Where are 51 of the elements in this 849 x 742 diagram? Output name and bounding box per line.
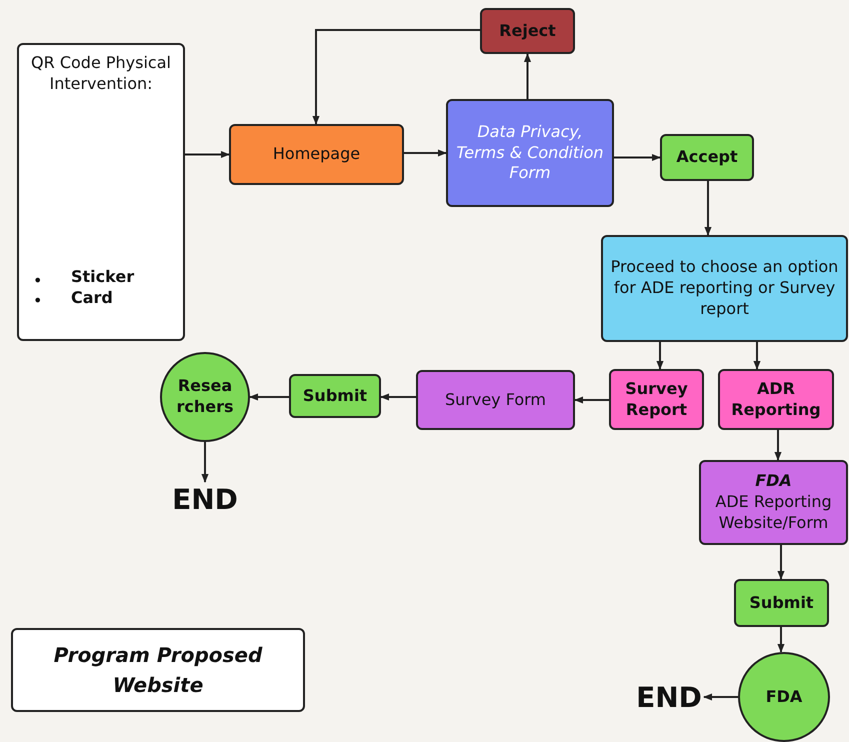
arrow	[201, 442, 209, 483]
node-text: Researchers	[175, 376, 235, 418]
node-text: ADR Reporting	[730, 378, 822, 420]
arrow	[777, 627, 785, 653]
bullet-mark: •	[33, 271, 42, 291]
end-text: END	[172, 482, 238, 518]
bullet-mark: •	[33, 291, 42, 311]
arrow	[703, 693, 738, 701]
node-text: Data Privacy, Terms & Condition Form	[455, 122, 605, 184]
node-text: ADE Reporting Website/Form	[714, 492, 833, 534]
submit-box	[734, 579, 829, 627]
card-heading: QR Code Physical Intervention:	[30, 53, 172, 95]
arrow	[404, 149, 447, 157]
accept-box	[660, 134, 754, 181]
form-box	[699, 460, 848, 545]
intervention-card	[17, 43, 185, 341]
arrow	[704, 181, 712, 236]
process-box	[601, 235, 848, 342]
reject-box	[480, 8, 575, 54]
bullet-item: Sticker	[70, 267, 136, 288]
form-box	[416, 370, 575, 430]
arrow	[249, 393, 289, 401]
node-text: Survey Form	[444, 390, 546, 410]
title-box	[11, 628, 305, 712]
node-text: Homepage	[272, 144, 360, 165]
end-text: END	[636, 680, 702, 716]
arrow	[656, 342, 664, 370]
arrow	[574, 396, 609, 404]
node-text: Submit	[749, 592, 814, 614]
option-box	[609, 369, 704, 430]
arrow	[614, 154, 661, 162]
arrow	[753, 342, 761, 370]
arrow	[524, 53, 532, 99]
arrow	[312, 29, 480, 125]
bullet-item: Card	[70, 288, 114, 309]
node-text: Survey Report	[624, 378, 689, 420]
form-box	[446, 99, 614, 207]
node-text: Accept	[676, 147, 738, 168]
node-text: Proceed to choose an option for ADE reporting or Survey report	[610, 257, 840, 320]
option-box	[718, 369, 834, 430]
arrow	[380, 393, 416, 401]
submit-box	[289, 374, 381, 418]
node-text: FDA	[764, 686, 804, 708]
node-text: FDA	[755, 471, 792, 492]
arrow	[774, 430, 782, 461]
process-box	[229, 124, 404, 185]
node-text: Program Proposed Website	[52, 642, 264, 699]
arrow	[185, 150, 230, 158]
arrow	[777, 545, 785, 580]
node-text: Submit	[302, 386, 368, 406]
node-text: Reject	[499, 20, 556, 42]
